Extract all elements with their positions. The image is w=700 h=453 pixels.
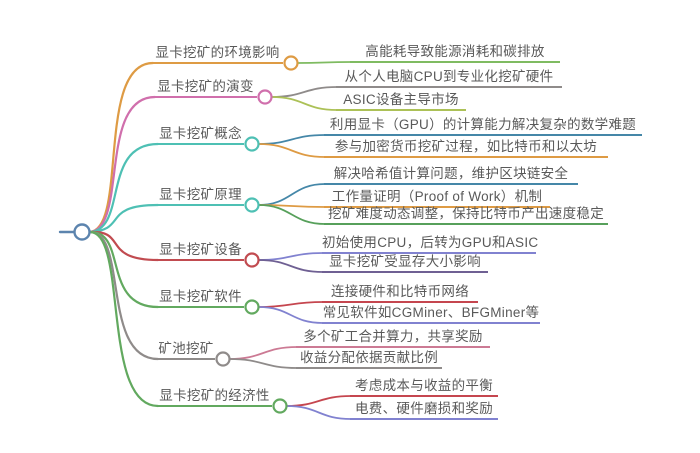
subtopic-node[interactable]: 多个矿工合并算力，共享奖励 (296, 329, 490, 348)
connector-line (285, 405, 352, 420)
connector-line (257, 306, 324, 324)
topic-node[interactable]: 显卡挖矿设备 (157, 242, 244, 261)
topic-node[interactable]: 显卡挖矿原理 (157, 187, 244, 206)
topic-node[interactable]: 显卡挖矿的经济性 (157, 388, 272, 407)
collapse-handle-icon[interactable] (283, 55, 299, 71)
connector-line (88, 230, 160, 408)
subtopic-node[interactable]: 高能耗导致能源消耗和碳排放 (350, 44, 560, 63)
connector-line (285, 395, 352, 407)
connector-line (257, 252, 324, 261)
subtopic-node[interactable]: 收益分配依据贡献比例 (296, 350, 442, 369)
connector-line (270, 86, 338, 98)
subtopic-node[interactable]: 显卡挖矿受显存大小影响 (322, 254, 488, 273)
topic-node[interactable]: 显卡挖矿的环境影响 (152, 45, 283, 64)
subtopic-node[interactable]: ASIC设备主导市场 (336, 92, 466, 111)
subtopic-node[interactable]: 解决哈希值计算问题，维护区块链安全 (324, 166, 578, 185)
connector-line (257, 143, 326, 158)
collapse-handle-icon[interactable] (244, 136, 260, 152)
connector-line (88, 95, 157, 234)
subtopic-node[interactable]: 工作量证明（Proof of Work）机制 (324, 189, 550, 208)
topic-node[interactable]: 矿池挖矿 (157, 341, 215, 360)
connector-line (257, 134, 326, 145)
connector-line (257, 204, 326, 225)
connector-line (296, 61, 352, 64)
connector-line (228, 358, 298, 369)
connector-line (88, 230, 160, 309)
subtopic-node[interactable]: 考虑成本与收益的平衡 (350, 378, 498, 397)
connector-line (88, 230, 160, 262)
subtopic-node[interactable]: 常见软件如CGMiner、BFGMiner等 (322, 305, 540, 324)
collapse-handle-icon[interactable] (244, 252, 260, 268)
connector-line (88, 230, 160, 361)
connector-line (88, 203, 160, 234)
collapse-handle-icon[interactable] (272, 398, 288, 414)
connector-line (257, 259, 324, 273)
connector-line (257, 183, 326, 206)
topic-node[interactable]: 显卡挖矿的演变 (154, 79, 257, 98)
subtopic-node[interactable]: 从个人电脑CPU到专业化挖矿硬件 (336, 69, 562, 88)
collapse-handle-icon[interactable] (215, 351, 231, 367)
topic-node[interactable]: 显卡挖矿概念 (157, 126, 244, 145)
collapse-handle-icon[interactable] (244, 197, 260, 213)
root-node[interactable] (73, 223, 91, 241)
subtopic-node[interactable]: 利用显卡（GPU）的计算能力解决复杂的数学难题 (324, 117, 642, 136)
subtopic-node[interactable]: 参与加密货币挖矿过程，如比特币和以太坊 (324, 139, 608, 158)
subtopic-node[interactable]: 初始使用CPU，后转为GPU和ASIC (322, 235, 538, 254)
subtopic-node[interactable]: 电费、硬件磨损和奖励 (350, 401, 498, 420)
connector-line (257, 301, 324, 308)
connector-line (228, 346, 298, 360)
connector-line (88, 142, 160, 234)
topic-node[interactable]: 显卡挖矿软件 (157, 289, 244, 308)
collapse-handle-icon[interactable] (244, 299, 260, 315)
subtopic-node[interactable]: 连接硬件和比特币网络 (322, 284, 478, 303)
collapse-handle-icon[interactable] (257, 89, 273, 105)
subtopic-node[interactable]: 挖矿难度动态调整，保持比特币产出速度稳定 (324, 206, 608, 225)
connector-line (270, 96, 338, 111)
